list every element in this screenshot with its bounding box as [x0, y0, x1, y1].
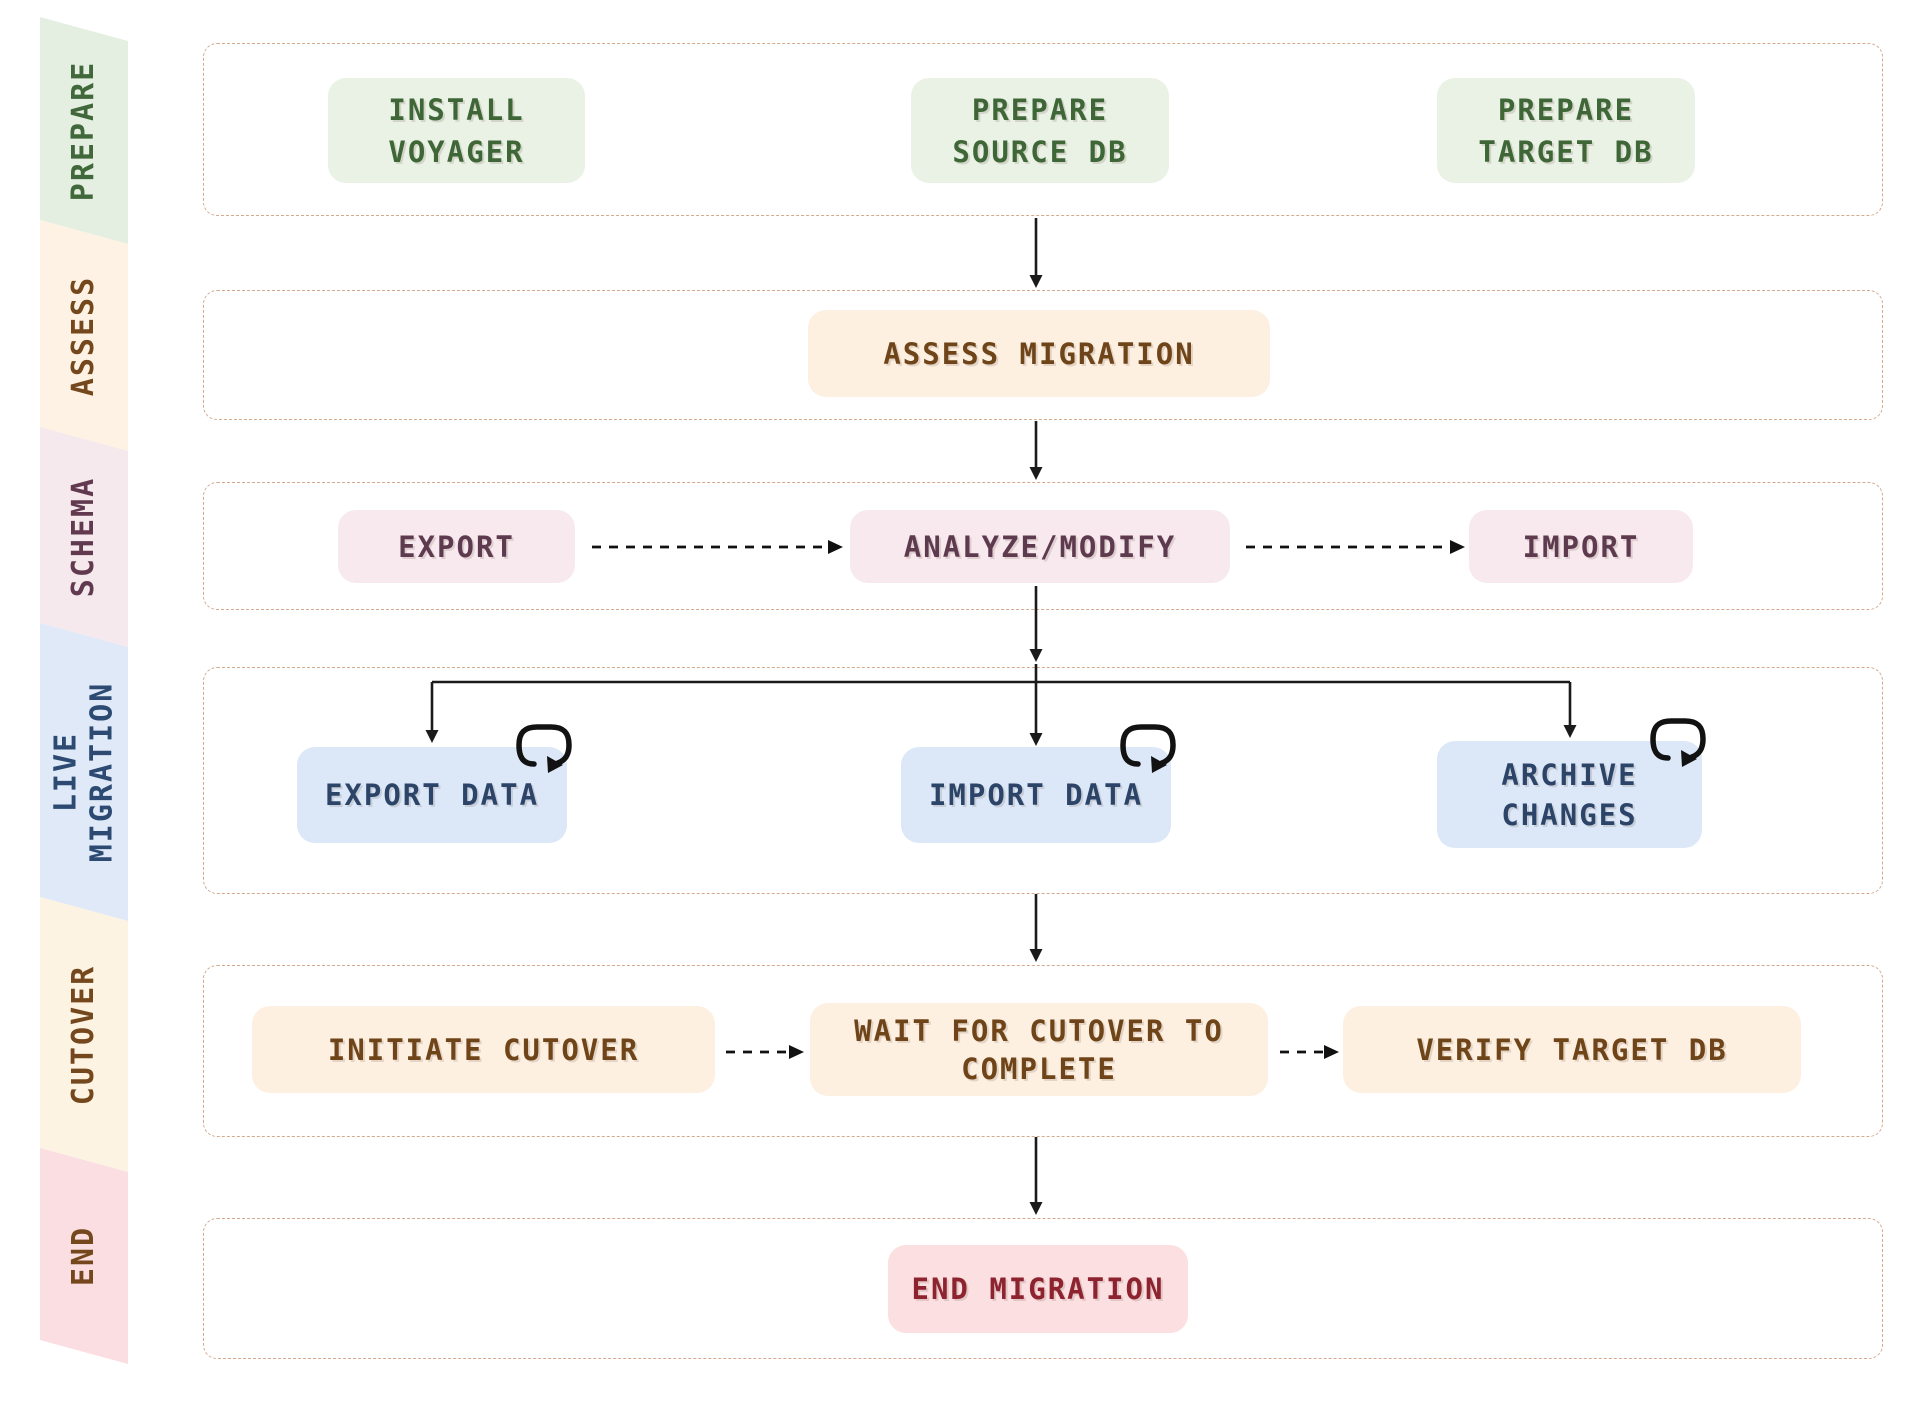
stage-band-cutover: CUTOVER [40, 897, 128, 1172]
node-archive-changes: ARCHIVE CHANGES [1437, 741, 1702, 848]
node-install-voyager: INSTALL VOYAGER [328, 78, 585, 183]
stage-band-live-migration: LIVE MIGRATION [40, 623, 128, 921]
node-assess-migration: ASSESS MIGRATION [808, 310, 1270, 397]
node-export-data: EXPORT DATA [297, 747, 567, 843]
lane-prepare [203, 43, 1883, 216]
node-prepare-target-db: PREPARE TARGET DB [1437, 78, 1695, 183]
node-verify-target-db: VERIFY TARGET DB [1343, 1006, 1801, 1093]
stage-band-prepare: PREPARE [40, 17, 128, 244]
arrow-live-to-cutover [1029, 894, 1043, 962]
node-initiate-cutover: INITIATE CUTOVER [252, 1006, 715, 1093]
arrow-assess-to-schema [1029, 421, 1043, 480]
node-end-migration: END MIGRATION [888, 1245, 1188, 1333]
stage-band-schema: SCHEMA [40, 427, 128, 647]
node-import-data: IMPORT DATA [901, 747, 1171, 843]
lane-cutover [203, 965, 1883, 1137]
node-prepare-source-db: PREPARE SOURCE DB [911, 78, 1169, 183]
lane-end [203, 1218, 1883, 1359]
node-wait-for-cutover: WAIT FOR CUTOVER TO COMPLETE [810, 1003, 1268, 1096]
stage-label-assess: ASSESS [66, 275, 101, 396]
stage-band-assess: ASSESS [40, 220, 128, 451]
lane-assess [203, 290, 1883, 420]
node-analyze-modify: ANALYZE/MODIFY [850, 510, 1230, 583]
arrow-prepare-to-assess [1029, 218, 1043, 288]
stage-label-cutover: CUTOVER [66, 964, 101, 1105]
node-export-schema: EXPORT [338, 510, 575, 583]
arrow-cutover-to-end [1029, 1137, 1043, 1215]
node-import-schema: IMPORT [1469, 510, 1693, 583]
stage-label-live-migration: LIVE MIGRATION [48, 681, 119, 863]
stage-label-prepare: PREPARE [66, 60, 101, 201]
lane-schema [203, 482, 1883, 610]
lane-live-migration [203, 667, 1883, 894]
stage-band-end: END [40, 1148, 128, 1364]
stage-label-schema: SCHEMA [66, 476, 101, 598]
stage-label-end: END [66, 1225, 101, 1287]
stage-ribbon: PREPARE ASSESS SCHEMA LIVE MIGRATION CUT… [40, 0, 128, 1405]
